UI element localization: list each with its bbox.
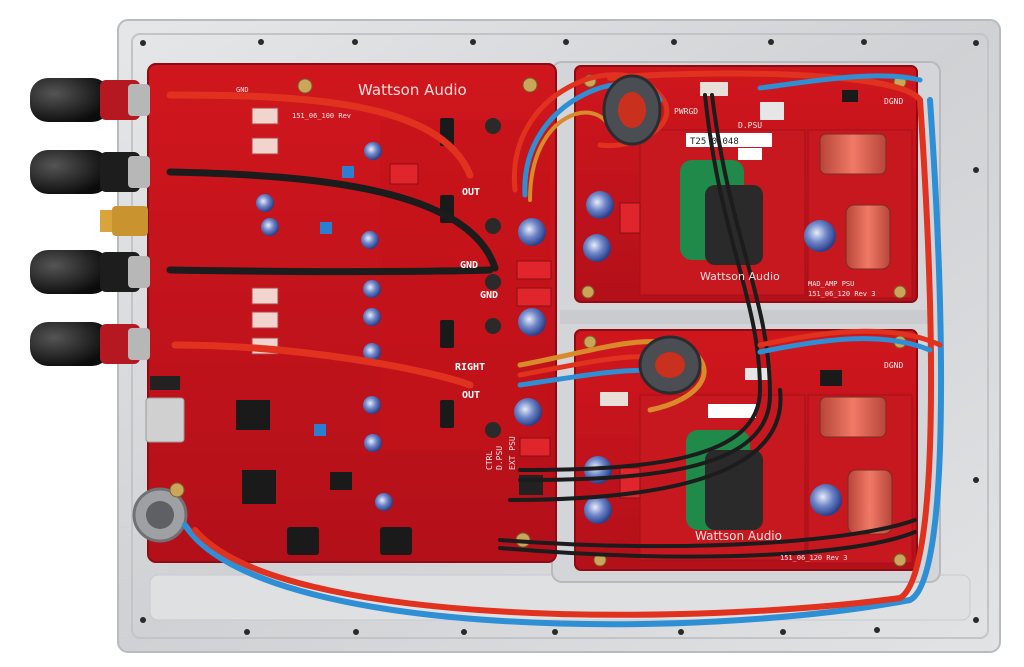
binding-post-2 [30, 150, 150, 194]
binding-post-3 [30, 250, 150, 294]
chassis-screw-holes [140, 39, 979, 635]
psu-top-rev: 151_06_120 Rev 3 [808, 290, 875, 298]
label-out-right: OUT [462, 390, 480, 401]
psu-top-pwrgd: PWRGD [674, 107, 698, 116]
main-board-part-number: 151_06_100 Rev [292, 112, 351, 120]
rca-input-jack [100, 206, 148, 236]
psu-top-part-number: MAD_AMP PSU [808, 280, 854, 288]
label-ext-psu: EXT PSU [508, 436, 517, 470]
label-ctrl-psu: CTRL [485, 451, 494, 470]
psu-top-d-psu: D.PSU [738, 121, 762, 130]
psu-bottom-brand: Wattson Audio [695, 529, 782, 543]
label-gnd-small: GND [236, 86, 249, 94]
ferrite-cores [602, 74, 702, 395]
binding-post-1 [30, 78, 150, 122]
main-board-silkscreen: Wattson Audio 151_06_100 Rev OUT GND GND… [236, 81, 517, 470]
main-board-brand: Wattson Audio [358, 81, 467, 99]
main-amplifier-board [147, 63, 557, 563]
label-gnd-b: GND [480, 290, 498, 301]
binding-post-4 [30, 322, 150, 366]
label-right: RIGHT [455, 362, 485, 373]
psu-top-silkscreen: PWRGD D.PSU T25 0.048 Wattson Audio MAD_… [674, 97, 903, 298]
power-inlet-connector [132, 487, 188, 543]
rear-panel-connectors [30, 78, 188, 543]
label-gnd-a: GND [460, 260, 478, 271]
psu-bottom-dgnd: DGND [884, 361, 903, 370]
common-mode-chokes [819, 133, 893, 535]
psu-top-sticker: T25 0.048 [690, 137, 739, 147]
psu-top-brand: Wattson Audio [700, 270, 780, 283]
psu-top-dgnd: DGND [884, 97, 903, 106]
ethernet-jack [145, 397, 185, 443]
label-out-left: OUT [462, 187, 480, 198]
psu-bottom-rev: 151_06_120 Rev 3 [780, 554, 847, 562]
psu-bottom-silkscreen: Wattson Audio 151_06_120 Rev 3 DGND [695, 361, 903, 562]
psu-components [583, 90, 893, 535]
label-d-psu: D.PSU [495, 446, 504, 470]
